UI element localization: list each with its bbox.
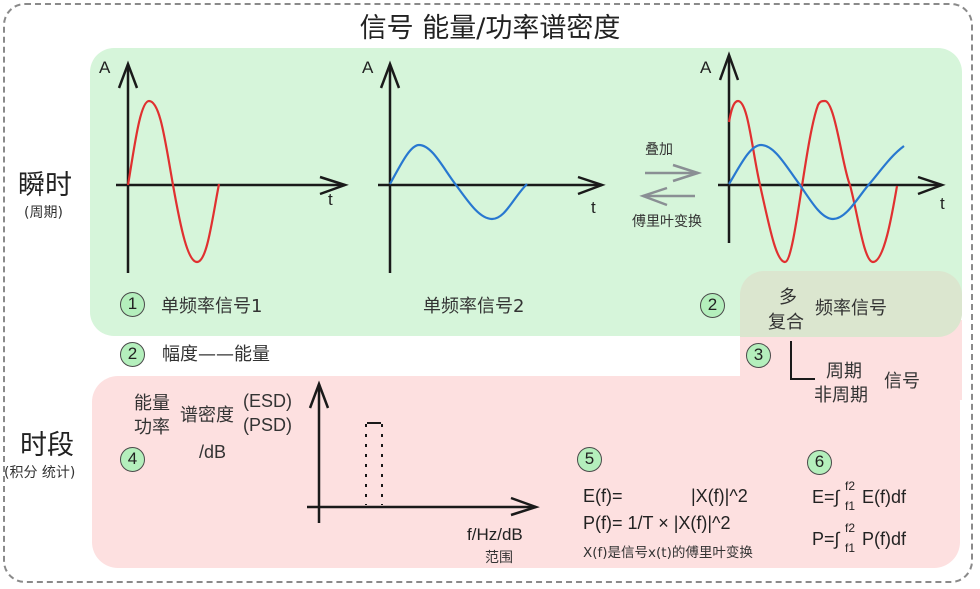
energy-density-rhs: |X(f)|^2 xyxy=(691,486,748,506)
chart-composite-y-label: A xyxy=(700,58,712,77)
esd-abbr: (ESD) xyxy=(243,391,292,411)
power-upper-limit: f2 xyxy=(845,521,856,535)
composite-label: 复合 xyxy=(768,312,804,333)
energy-label: 能量 xyxy=(134,393,170,414)
badge-2-composite: 2 xyxy=(700,293,725,318)
fourier-transform-label: 傅里叶变换 xyxy=(632,214,702,230)
energy-lower-limit: f1 xyxy=(845,499,856,513)
aperiodic-label: 非周期 xyxy=(814,385,868,406)
page-title: 信号 能量/功率谱密度 xyxy=(359,13,621,44)
power-integral-rhs: P(f)df xyxy=(862,529,907,549)
period-sublabel: (积分 统计) xyxy=(4,465,76,481)
periodic-label: 周期 xyxy=(826,361,862,382)
power-integral-lhs: P=∫ xyxy=(812,529,840,549)
power-density-formula: P(f)= 1/T × |X(f)|^2 xyxy=(583,513,731,533)
badge-4: 4 xyxy=(120,447,145,472)
chart-signal2-x-label: t xyxy=(591,198,596,217)
outer-dashed-frame xyxy=(3,3,973,583)
psd-abbr: (PSD) xyxy=(243,415,292,435)
chart-signal1-x-label: t xyxy=(328,190,333,209)
chart-signal2-y-label: A xyxy=(362,58,374,77)
freq-signal-label: 频率信号 xyxy=(815,298,887,319)
energy-density-formula: E(f)= xyxy=(583,486,623,506)
chart-spectrum-x-sublabel: 范围 xyxy=(485,550,513,566)
energy-upper-limit: f2 xyxy=(845,479,856,493)
signal-label: 信号 xyxy=(884,371,920,392)
energy-integral-rhs: E(f)df xyxy=(862,487,907,507)
multi-label: 多 xyxy=(779,287,797,308)
caption-signal1: 单频率信号1 xyxy=(161,296,263,317)
period-label: 时段 xyxy=(20,430,74,461)
instant-sublabel: (周期) xyxy=(24,205,63,221)
composite-signal-panel xyxy=(740,271,962,337)
caption-signal2: 单频率信号2 xyxy=(423,296,525,317)
badge-1: 1 xyxy=(120,292,145,317)
power-lower-limit: f1 xyxy=(845,541,856,555)
amplitude-energy-label: 幅度——能量 xyxy=(162,344,270,365)
badge-2-amplitude: 2 xyxy=(120,342,145,367)
chart-composite-x-label: t xyxy=(940,194,945,213)
superposition-label: 叠加 xyxy=(645,142,673,158)
chart-signal1-y-label: A xyxy=(99,58,111,77)
fourier-note: X(f)是信号x(t)的傅里叶变换 xyxy=(583,545,753,561)
badge-3: 3 xyxy=(746,343,771,368)
db-label: /dB xyxy=(199,442,227,462)
instant-label: 瞬时 xyxy=(18,170,72,201)
chart-spectrum-x-label: f/Hz/dB xyxy=(467,525,523,544)
badge-6: 6 xyxy=(807,450,832,475)
spectral-density-label: 谱密度 xyxy=(180,405,234,426)
badge-5: 5 xyxy=(577,447,602,472)
power-label: 功率 xyxy=(134,417,170,438)
energy-integral-lhs: E=∫ xyxy=(812,487,840,507)
